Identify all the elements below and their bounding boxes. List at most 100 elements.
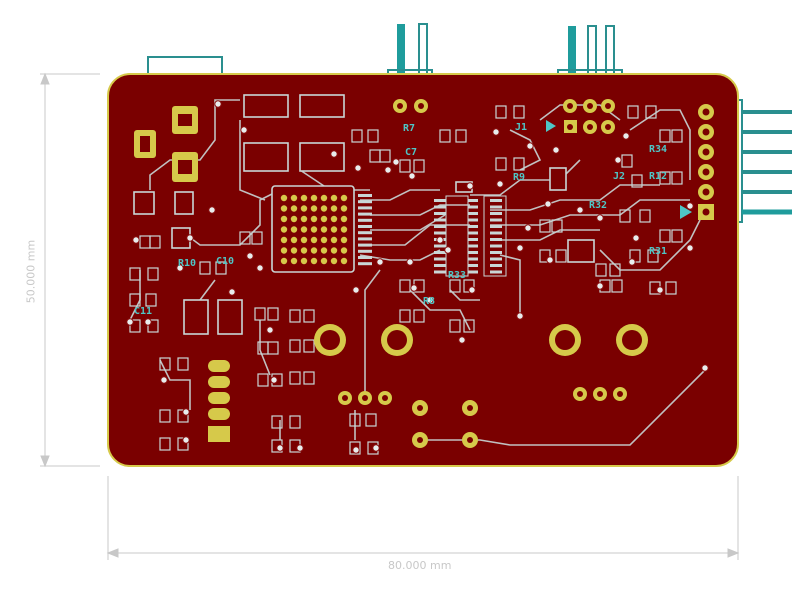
ic-pin [434,212,446,215]
bga-ball [280,257,288,265]
bga-ball [290,215,298,223]
passive-pad [303,371,315,385]
passive-pad [647,249,659,263]
ref-label: R33 [448,270,467,281]
passive-pad [399,309,411,323]
bga-ball [310,194,318,202]
passive-pad [513,105,525,119]
bga-fanout-pin [358,194,372,197]
bga-ball [340,226,348,233]
passive-pad [365,413,377,427]
ic-pin [468,251,478,254]
via [496,180,504,188]
via [468,286,476,294]
via [276,444,284,452]
passive-pad [399,279,411,293]
passive-pad [495,105,507,119]
passive-pad [129,293,141,307]
passive-pad [129,267,141,281]
via [614,156,622,164]
via [266,326,274,334]
bga-ball [330,236,338,244]
via [516,312,524,320]
via [526,142,534,150]
ic-pin [434,218,446,222]
bga-fanout-pin [358,262,372,266]
passive-pad [349,413,361,427]
via [270,376,278,384]
ic-pin [468,199,478,202]
bga-ball [300,226,308,233]
bga-fanout-pin [358,212,372,216]
passive-pad [671,129,683,143]
via [182,408,190,416]
bga-ball [280,215,288,223]
board-outline [107,73,739,467]
bga-ball [310,215,318,223]
ref-label: R31 [649,246,668,257]
bga-ball [290,226,298,233]
ic-pin [490,218,502,222]
passive-pad [627,105,639,119]
ic-body-right [483,195,507,277]
ref-label: R9 [513,172,526,183]
bga-ball [280,226,288,233]
via [182,436,190,444]
ic-pin [468,225,478,228]
passive-pad [379,149,391,163]
bga-ball [300,247,308,254]
bga-ball [280,194,288,202]
bga-ball [330,226,338,233]
bga-fanout-pin [358,237,372,241]
passive-pad [147,267,159,281]
ref-label: C11 [134,306,153,317]
ic-pin [490,199,502,202]
bga-ball [320,215,328,223]
bga-ball [320,205,328,212]
via [372,444,380,452]
via [408,172,416,180]
passive-pad [271,415,283,429]
width-dimension [106,476,740,560]
via [492,128,500,136]
ref-label: C10 [216,256,235,267]
passive-pad [413,159,425,173]
passive-pad [639,209,651,223]
via [686,244,694,252]
ic-pin [434,199,446,202]
copper-traces [129,99,706,446]
passive-pad [595,263,607,277]
passive-pad [254,307,266,321]
passive-pad [147,319,159,333]
passive-pad [551,219,563,233]
passive-pad [289,415,301,429]
passive-pad [351,129,363,143]
bga-ball [280,236,288,244]
via [576,206,584,214]
passive-pad [513,157,525,171]
via [544,200,552,208]
passive-pad [251,231,263,245]
ic-pin [434,264,446,267]
via [656,286,664,294]
bga-fanout-pin [358,256,372,259]
via [352,446,360,454]
passive-pad [609,263,621,277]
bga-fanout-pin [358,225,372,228]
via [208,206,216,214]
ic-pin [468,257,478,261]
ic-pin [468,238,478,241]
header-pin-holes [342,103,710,443]
ref-label: R12 [649,171,668,182]
bga-ball [330,257,338,265]
via [546,256,554,264]
bga-ball [290,247,298,254]
passive-pad [145,293,157,307]
passive-pad [349,441,361,455]
bga-fanout-pin [358,249,372,253]
ref-label: R8 [423,296,436,307]
ic-pin [434,244,446,248]
via [410,284,418,292]
